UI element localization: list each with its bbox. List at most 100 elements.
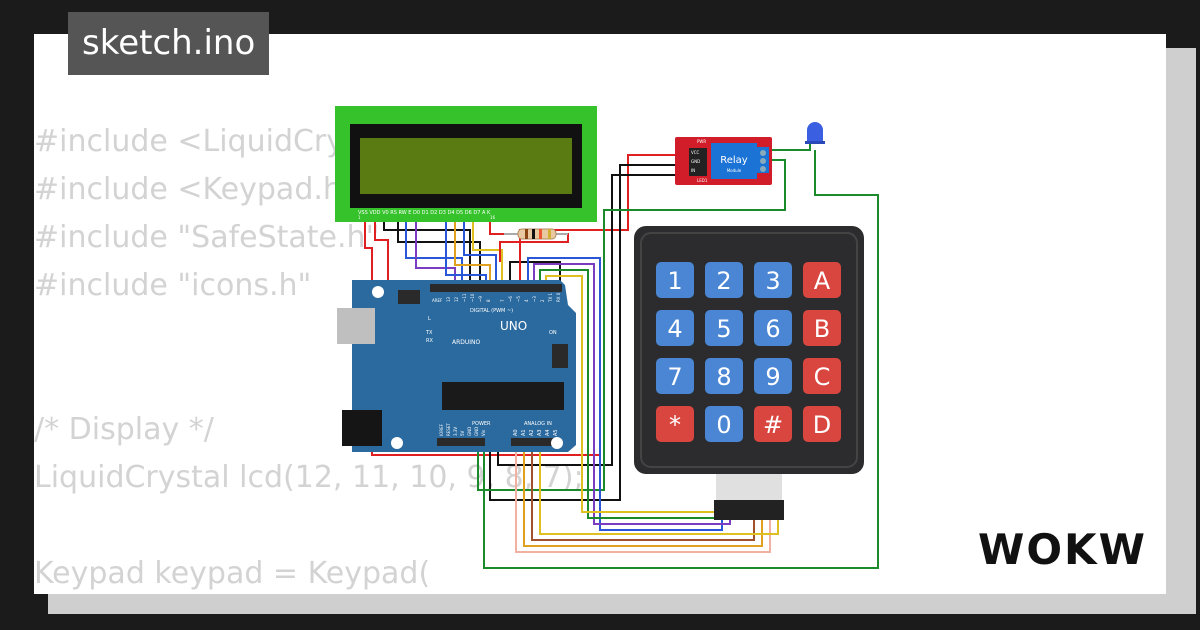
wire-black: [383, 215, 471, 290]
arduino-digital-pin-label: 2: [540, 299, 545, 302]
power-header: [437, 438, 485, 446]
keypad-key[interactable]: [754, 406, 792, 442]
keypad-key[interactable]: [656, 406, 694, 442]
wire-blue: [527, 257, 723, 531]
arduino-digital-header-label: DIGITAL (PWM ~): [470, 308, 513, 314]
wire-red: [519, 154, 700, 290]
arduino-analog-label: ANALOG IN: [524, 421, 552, 427]
relay-sublabel: Module: [727, 168, 742, 173]
lcd-display: VSS VDD V0 RS RW E D0 D1 D2 D3 D4 D5 D6 …: [335, 106, 597, 222]
mount-hole: [372, 286, 384, 298]
lcd-pin-labels: VSS VDD V0 RS RW E D0 D1 D2 D3 D4 D5 D6 …: [358, 210, 491, 216]
atmega-chip: [442, 382, 564, 410]
code-line: Keypad keypad = Keypad(: [34, 556, 431, 591]
arduino-uno: DIGITAL (PWM ~) UNO ARDUINO ON L TX RX P…: [337, 280, 576, 452]
keypad-key[interactable]: [656, 310, 694, 346]
code-line: LiquidCrystal lcd(12, 11, 10, 9, 8, 7);: [34, 460, 584, 495]
wire-green: [477, 159, 786, 491]
keypad-key-label: #: [763, 411, 783, 439]
blue-led-icon: [805, 122, 825, 144]
keypad-key-label: 1: [667, 267, 682, 295]
wire-red: [364, 215, 600, 456]
arduino-digital-pin-label: 13: [446, 296, 451, 302]
wire-black: [489, 164, 700, 501]
keypad-key-label: 8: [716, 363, 731, 391]
keypad-key-label: D: [813, 411, 831, 439]
keypad-key[interactable]: [803, 358, 841, 394]
usb-port: [337, 308, 375, 344]
keypad-key[interactable]: [803, 310, 841, 346]
keypad-key-label: 7: [667, 363, 682, 391]
keypad-key[interactable]: [705, 406, 743, 442]
keypad-key-label: 6: [765, 315, 780, 343]
keypad-ribbon: [716, 474, 782, 500]
analog-header: [511, 438, 561, 446]
power-jack: [342, 410, 382, 446]
code-line: #include "SafeState.h": [34, 220, 380, 255]
arduino-digital-pin-label: ~3: [532, 296, 537, 302]
icsp-header-top: [398, 290, 420, 304]
arduino-digital-pin-label: ~9: [478, 296, 483, 302]
lcd-pin-left: 1: [358, 215, 361, 220]
keypad-key[interactable]: [705, 358, 743, 394]
icsp-header: [552, 344, 568, 368]
arduino-analog-pin-label: A1: [521, 429, 527, 436]
keypad-key[interactable]: [803, 406, 841, 442]
keypad-key[interactable]: [754, 262, 792, 298]
keypad-key-label: 2: [716, 267, 731, 295]
keypad-key-label: 0: [716, 411, 731, 439]
keypad-key[interactable]: [656, 358, 694, 394]
keypad-key-label: 9: [765, 363, 780, 391]
arduino-digital-pin-label: ~10: [470, 293, 475, 302]
arduino-digital-pin-label: ~5: [516, 296, 521, 302]
keypad-key[interactable]: [656, 262, 694, 298]
arduino-analog-pin-label: A3: [537, 429, 543, 436]
arduino-model: UNO: [500, 319, 527, 333]
resistor-icon: [504, 228, 568, 240]
relay-label: Relay: [720, 155, 748, 166]
keypad-key-label: C: [814, 363, 831, 391]
wire-green: [770, 140, 811, 151]
lcd-screen: [360, 138, 572, 194]
wire-purple: [533, 263, 731, 525]
arduino-power-pin-label: GND: [474, 427, 479, 436]
arduino-digital-pin-label: 12: [454, 296, 459, 302]
code-line: #include "icons.h": [34, 268, 312, 303]
keypad-key[interactable]: [803, 262, 841, 298]
arduino-power-label: POWER: [472, 421, 491, 427]
keypad-key[interactable]: [705, 310, 743, 346]
relay-pin-gnd: GND: [691, 159, 700, 164]
arduino-digital-pin-label: 4: [524, 299, 529, 302]
keypad-key-label: A: [814, 267, 831, 295]
relay-led-in: LED1: [697, 178, 708, 183]
arduino-digital-pin-label: TX 1: [548, 293, 553, 303]
arduino-analog-pin-label: A0: [513, 429, 519, 436]
arduino-analog-pin-label: A5: [553, 429, 559, 436]
mount-hole: [391, 437, 403, 449]
mount-hole: [551, 437, 563, 449]
code-line: /* Display */: [34, 412, 214, 447]
keypad-connector: [714, 500, 784, 520]
digital-header: [430, 284, 562, 292]
relay-header: [689, 148, 707, 176]
wire-pink: [515, 445, 771, 553]
relay-pin-vcc: VCC: [691, 150, 700, 155]
wokwi-logo: WOKWi: [978, 524, 1161, 576]
relay-led-pwr: PWR: [697, 139, 706, 144]
arduino-digital-pin-label: 7: [500, 299, 505, 302]
arduino-led-tx: TX: [425, 330, 433, 336]
file-title: sketch.ino: [68, 12, 270, 75]
wokwi-logo-mark: WOKWi: [978, 525, 1161, 574]
arduino-power-pin-label: IOREF: [439, 423, 444, 436]
arduino-power-pin-label: GND: [467, 427, 472, 436]
keypad-key-label: *: [669, 411, 681, 439]
keypad-key[interactable]: [754, 358, 792, 394]
relay-module: Relay Module VCC GND IN PWR LED1: [675, 137, 772, 185]
wire-blue: [405, 215, 463, 290]
keypad-key[interactable]: [705, 262, 743, 298]
arduino-power-pin-label: Vin: [481, 429, 486, 436]
wire-brown: [531, 445, 755, 541]
keypad-key[interactable]: [754, 310, 792, 346]
keypad-key-label: 5: [716, 315, 731, 343]
